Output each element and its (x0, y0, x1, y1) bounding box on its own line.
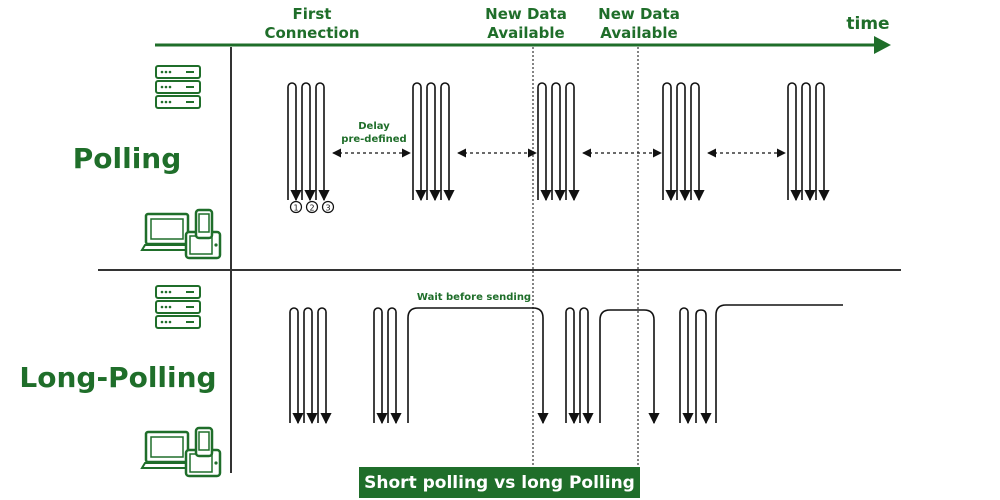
time-label: time (846, 14, 889, 34)
timeline-arrowhead (874, 36, 891, 54)
polling-request-loop (676, 82, 691, 202)
held-connection (407, 307, 549, 425)
long-polling-request-loop (317, 307, 332, 425)
svg-text:2: 2 (309, 204, 314, 213)
polling-request-loop (426, 82, 441, 202)
long-polling-request-loop (289, 307, 304, 425)
polling-title: Polling (73, 142, 182, 175)
polling-request-loop (537, 82, 552, 202)
polling-request-loop (315, 82, 330, 202)
event-label-new-data-2-line1: New Data (598, 5, 680, 23)
event-label-first-connection-line2: Connection (264, 24, 359, 42)
svg-text:1: 1 (293, 204, 298, 213)
long-polling-request-loop (303, 307, 318, 425)
server-icon (155, 285, 201, 329)
long-polling-request-loop (679, 307, 694, 425)
svg-text:3: 3 (325, 204, 330, 213)
long-polling-title: Long-Polling (19, 361, 216, 394)
delay-label-line2: pre-defined (341, 134, 406, 145)
polling-request-loop (565, 82, 580, 202)
polling-request-loop (412, 82, 427, 202)
polling-request-loop (787, 82, 802, 202)
long-polling-request-loop (565, 307, 580, 425)
polling-request-loop (801, 82, 816, 202)
event-label-first-connection-line1: First (293, 5, 332, 23)
long-polling-request-groups (289, 304, 843, 425)
client-devices-icon (140, 208, 222, 260)
long-polling-request-loop (579, 307, 594, 425)
held-connection (695, 309, 712, 425)
polling-request-loop (690, 82, 705, 202)
step-marker-2: 2 (305, 200, 319, 214)
polling-request-loop (662, 82, 677, 202)
polling-request-loop (440, 82, 455, 202)
held-connection (599, 309, 660, 425)
step-marker-1: 1 (289, 200, 303, 214)
polling-request-loop (287, 82, 302, 202)
polling-request-groups (287, 82, 830, 202)
polling-request-loop (301, 82, 316, 202)
event-label-new-data-2-line2: Available (600, 24, 677, 42)
polling-request-loop (815, 82, 830, 202)
caption-banner: Short polling vs long Polling (359, 467, 640, 498)
event-label-new-data-1-line2: Available (487, 24, 564, 42)
step-marker-3: 3 (321, 200, 335, 214)
server-icon (155, 65, 201, 109)
event-label-new-data-1-line1: New Data (485, 5, 567, 23)
polling-request-loop (551, 82, 566, 202)
client-devices-icon (140, 426, 222, 478)
long-polling-request-loop (387, 307, 402, 425)
held-connection-open (715, 304, 843, 423)
delay-label-line1: Delay (358, 121, 390, 132)
wait-label: Wait before sending (417, 292, 531, 303)
long-polling-request-loop (373, 307, 388, 425)
